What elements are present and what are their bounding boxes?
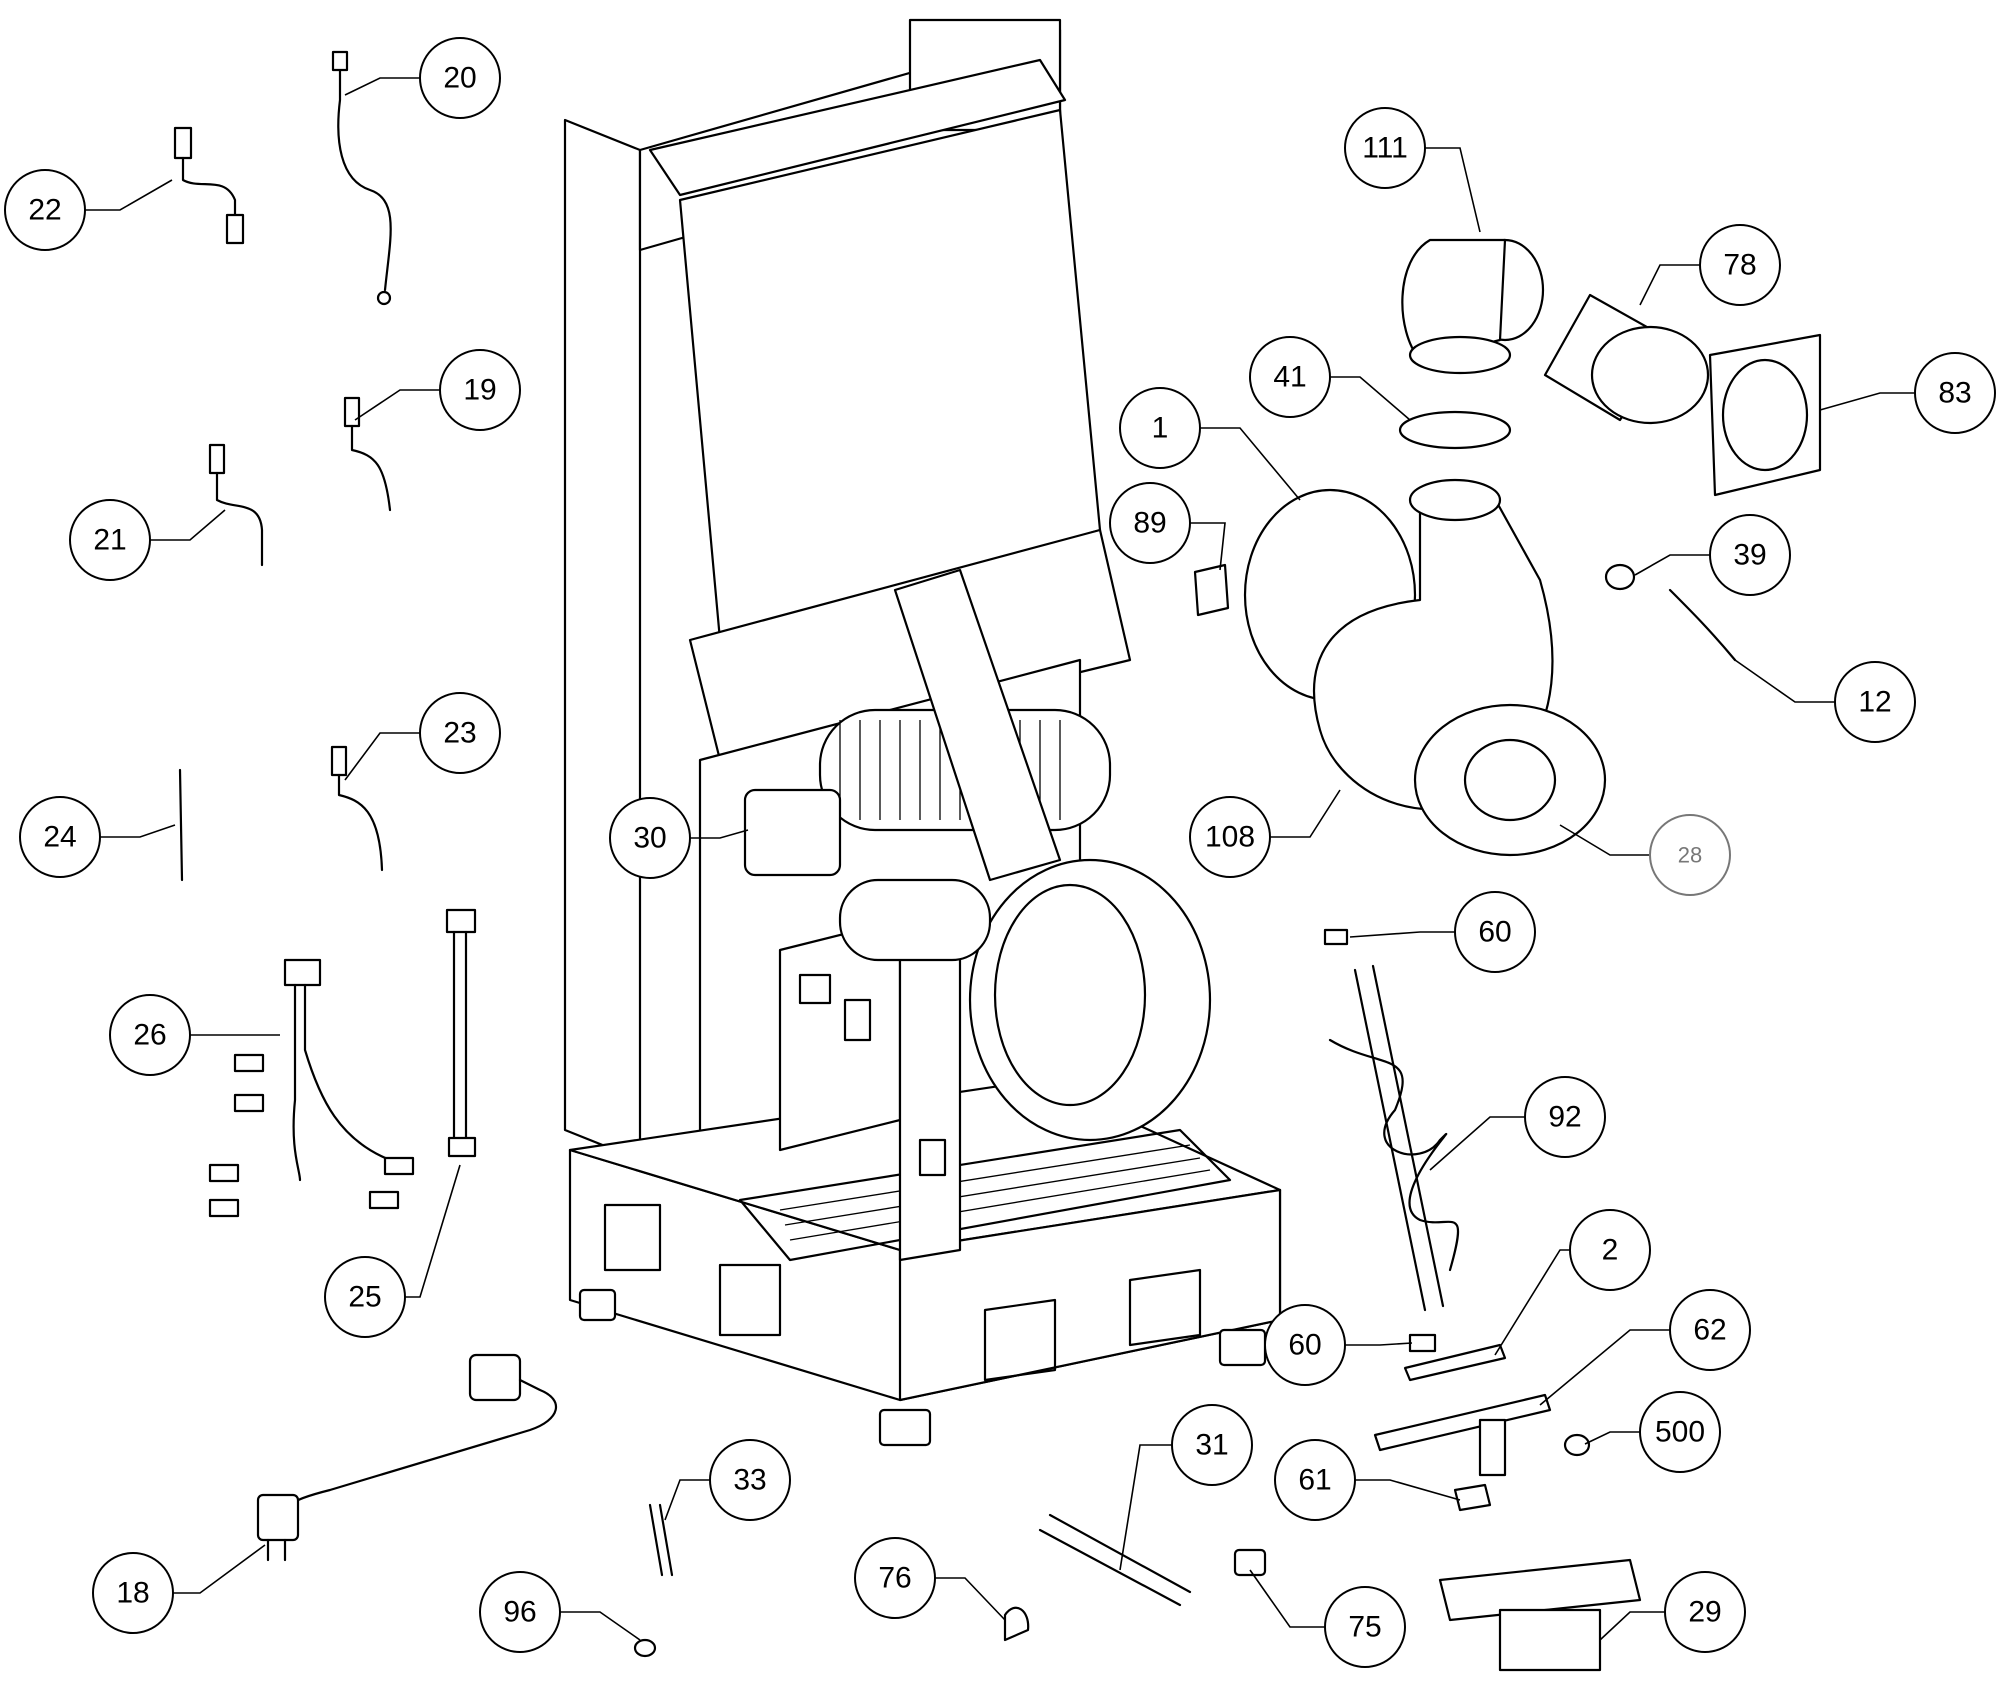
callout-23: 23 [419, 692, 501, 774]
callout-76-label: 76 [878, 1562, 911, 1595]
callout-60-top-label: 60 [1478, 916, 1511, 949]
callout-20-label: 20 [443, 62, 476, 95]
callout-41-label: 41 [1273, 361, 1306, 394]
callout-31: 31 [1171, 1404, 1253, 1486]
callout-500-label: 500 [1655, 1416, 1705, 1449]
callout-22: 22 [4, 169, 86, 251]
callout-2-label: 2 [1602, 1234, 1619, 1267]
callout-83: 83 [1914, 352, 1996, 434]
callout-75: 75 [1324, 1586, 1406, 1668]
callout-29: 29 [1664, 1571, 1746, 1653]
callout-89-label: 89 [1133, 507, 1166, 540]
callout-25: 25 [324, 1256, 406, 1338]
callout-2: 2 [1569, 1209, 1651, 1291]
callout-26-label: 26 [133, 1019, 166, 1052]
callout-92: 92 [1524, 1076, 1606, 1158]
callout-33-label: 33 [733, 1464, 766, 1497]
callout-19: 19 [439, 349, 521, 431]
callout-78: 78 [1699, 224, 1781, 306]
callout-18-label: 18 [116, 1577, 149, 1610]
callout-60-top: 60 [1454, 891, 1536, 973]
callout-111-label: 111 [1362, 132, 1408, 165]
callout-96-label: 96 [503, 1596, 536, 1629]
callout-25-label: 25 [348, 1281, 381, 1314]
wire-parts [173, 50, 674, 1658]
callout-96: 96 [479, 1571, 561, 1653]
callout-30: 30 [609, 797, 691, 879]
callout-39: 39 [1709, 514, 1791, 596]
callout-21: 21 [69, 499, 151, 581]
callouts: 20 22 19 21 23 24 26 25 18 33 96 30 111 … [4, 37, 1996, 1668]
callout-19-label: 19 [463, 374, 496, 407]
stove-body [563, 18, 1282, 1447]
callout-1: 1 [1119, 387, 1201, 469]
callout-12-label: 12 [1858, 686, 1891, 719]
callout-92-label: 92 [1548, 1101, 1581, 1134]
callout-108-label: 108 [1205, 821, 1255, 854]
callout-22-label: 22 [28, 194, 61, 227]
callout-89: 89 [1109, 482, 1191, 564]
callout-76: 76 [854, 1537, 936, 1619]
callout-28: 28 [1649, 814, 1731, 896]
callout-61: 61 [1274, 1439, 1356, 1521]
callout-21-label: 21 [93, 524, 126, 557]
callout-26: 26 [109, 994, 191, 1076]
callout-12: 12 [1834, 661, 1916, 743]
callout-108: 108 [1189, 796, 1271, 878]
callout-75-label: 75 [1348, 1611, 1381, 1644]
callout-83-label: 83 [1938, 377, 1971, 410]
callout-41: 41 [1249, 336, 1331, 418]
callout-39-label: 39 [1733, 539, 1766, 572]
callout-111: 111 [1344, 107, 1426, 189]
callout-24-label: 24 [43, 821, 76, 854]
callout-18: 18 [92, 1552, 174, 1634]
callout-62: 62 [1669, 1289, 1751, 1371]
callout-33: 33 [709, 1439, 791, 1521]
callout-24: 24 [19, 796, 101, 878]
callout-60-bottom-label: 60 [1288, 1329, 1321, 1362]
callout-31-label: 31 [1195, 1429, 1228, 1462]
callout-30-label: 30 [633, 822, 666, 855]
leader-lines [85, 77, 1915, 1641]
right-parts [1003, 238, 1822, 1672]
callout-23-label: 23 [443, 717, 476, 750]
callout-1-label: 1 [1152, 412, 1169, 445]
callout-62-label: 62 [1693, 1314, 1726, 1347]
callout-60-bottom: 60 [1264, 1304, 1346, 1386]
callout-500: 500 [1639, 1391, 1721, 1473]
callout-28-label: 28 [1678, 843, 1702, 868]
callout-20: 20 [419, 37, 501, 119]
callout-78-label: 78 [1723, 249, 1756, 282]
callout-61-label: 61 [1298, 1464, 1331, 1497]
callout-29-label: 29 [1688, 1596, 1721, 1629]
